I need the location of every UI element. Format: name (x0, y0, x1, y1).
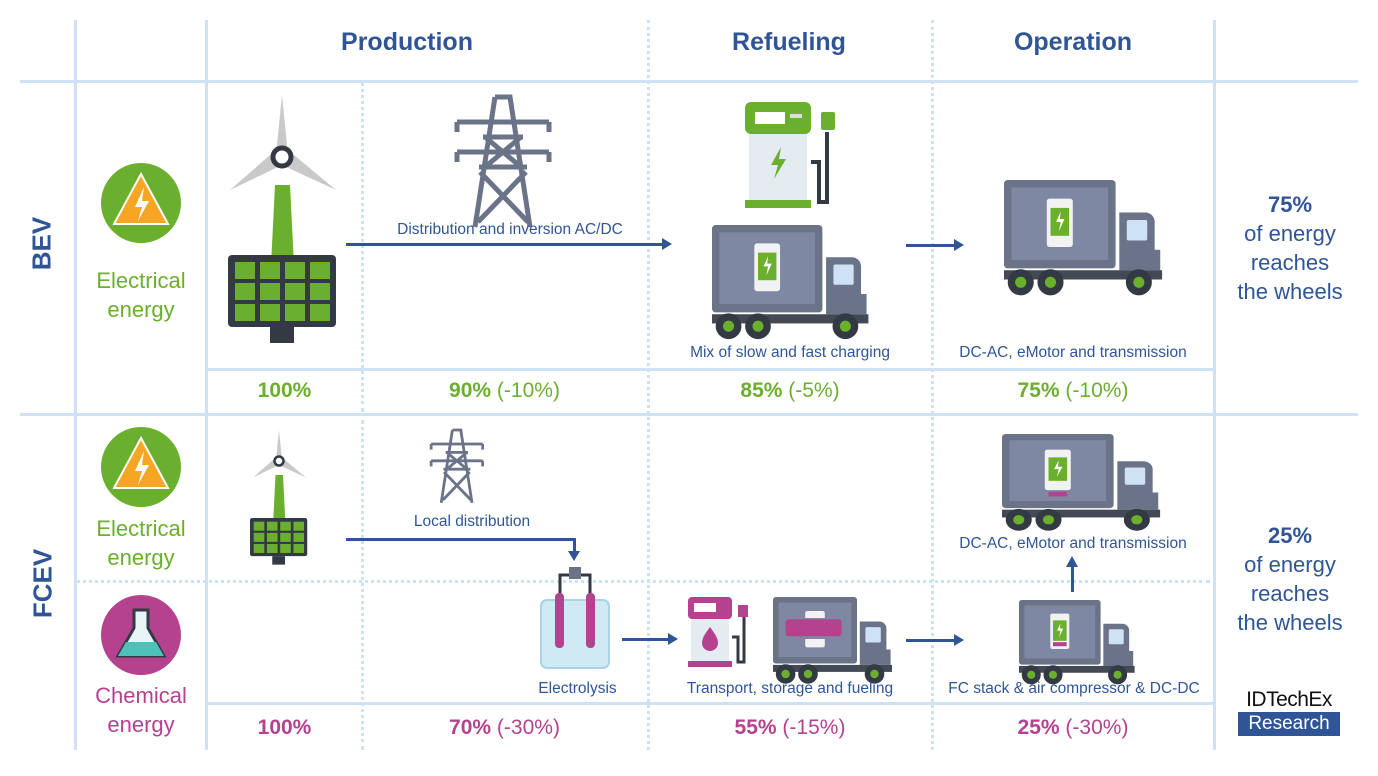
electricity-warning-icon (101, 427, 181, 507)
grid-line (207, 702, 1215, 705)
flow-arrow (346, 538, 576, 541)
flow-arrow-up (1071, 566, 1074, 592)
arrow-head (568, 551, 580, 561)
grid-line (1213, 20, 1216, 750)
flow-arrow (573, 538, 576, 552)
source-line: Electrical (96, 516, 186, 541)
caption-fcev-operation: DC-AC, eMotor and transmission (959, 535, 1187, 552)
source-line: Electrical (96, 268, 186, 293)
fc-truck-icon (1019, 600, 1135, 685)
fcev-source-label: Electrical energy (80, 514, 202, 572)
arrow-head (1066, 556, 1078, 567)
grid-line (20, 80, 1358, 83)
result-value: 75% (1267, 192, 1313, 217)
chemical-flask-icon (101, 595, 181, 675)
bev-pct-1: 90% (-10%) (362, 379, 647, 403)
source-line: energy (107, 545, 175, 570)
result-line: reaches (1250, 581, 1330, 606)
bev-pct-3: 75% (-10%) (932, 379, 1214, 403)
fcev-pct-0: 100% (207, 716, 362, 740)
hydrogen-truck-icon (773, 597, 892, 684)
grid-line (931, 20, 934, 750)
pct-delta: (-10%) (1065, 379, 1129, 402)
pct-value: 90% (449, 379, 492, 402)
chem-line: Chemical (95, 683, 187, 708)
grid-line (74, 20, 77, 750)
caption-local-distribution: Local distribution (413, 513, 531, 530)
fcev-chem-label: Chemical energy (80, 681, 202, 739)
result-line: reaches (1250, 250, 1330, 275)
bev-pct-2: 85% (-5%) (648, 379, 932, 403)
pct-delta: (-10%) (496, 379, 560, 402)
fcev-pct-3: 25% (-30%) (932, 716, 1214, 740)
header-production: Production (341, 28, 473, 56)
pct-value: 100% (257, 716, 312, 739)
flow-arrow (622, 633, 678, 645)
caption-charging: Mix of slow and fast charging (690, 344, 890, 361)
bev-pct-0: 100% (207, 379, 362, 403)
pct-value: 25% (1017, 716, 1060, 739)
caption-transport: Transport, storage and fueling (686, 680, 894, 697)
fcev-pct-2: 55% (-15%) (648, 716, 932, 740)
electricity-warning-icon (101, 163, 181, 243)
row-label-bev: BEV (26, 216, 57, 271)
pct-value: 100% (257, 379, 312, 402)
flow-arrow (906, 634, 964, 646)
electrolysis-icon (540, 567, 610, 669)
chem-line: energy (107, 712, 175, 737)
bev-source-label: Electrical energy (80, 266, 202, 324)
bev-result: 75% of energy reaches the wheels (1225, 190, 1355, 306)
result-line: of energy (1244, 221, 1336, 246)
solar-panel-icon (250, 518, 308, 565)
grid-line (207, 368, 1215, 371)
logo-subtext: Research (1238, 712, 1340, 736)
result-line: of energy (1244, 552, 1336, 577)
fcev-result: 25% of energy reaches the wheels (1225, 521, 1355, 637)
grid-line (361, 420, 364, 750)
grid-line (205, 20, 208, 750)
caption-distribution: Distribution and inversion AC/DC (397, 221, 623, 238)
pct-value: 75% (1017, 379, 1060, 402)
pct-delta: (-30%) (496, 716, 560, 739)
grid-line (361, 82, 364, 412)
truck-charging-icon (712, 225, 869, 340)
pct-delta: (-5%) (788, 379, 840, 402)
result-value: 25% (1267, 523, 1313, 548)
power-tower-icon (429, 428, 485, 505)
grid-line (20, 413, 1358, 416)
caption-operation: DC-AC, eMotor and transmission (959, 344, 1187, 361)
idtechex-logo: IDTechEx Research (1238, 688, 1340, 736)
grid-line (76, 580, 1210, 583)
power-tower-icon (455, 97, 551, 232)
pct-delta: (-30%) (1065, 716, 1129, 739)
row-label-fcev: FCEV (27, 548, 58, 619)
pct-value: 85% (740, 379, 783, 402)
fcev-pct-1: 70% (-30%) (362, 716, 647, 740)
pct-delta: (-15%) (782, 716, 846, 739)
header-operation: Operation (1013, 28, 1133, 56)
source-line: energy (107, 297, 175, 322)
flow-arrow (346, 238, 672, 250)
result-line: the wheels (1237, 610, 1343, 635)
logo-text: IDTechEx (1246, 688, 1332, 711)
truck-operation-icon (1004, 180, 1163, 296)
flow-arrow (906, 239, 964, 251)
grid-line (647, 20, 650, 750)
solar-panel-icon (228, 255, 336, 343)
result-line: the wheels (1237, 279, 1343, 304)
hydrogen-pump-icon (688, 597, 748, 667)
caption-fc-stack: FC stack & air compressor & DC-DC (948, 680, 1200, 697)
pct-value: 70% (449, 716, 492, 739)
header-refueling: Refueling (732, 28, 846, 56)
pct-value: 55% (734, 716, 777, 739)
charging-station-icon (745, 102, 835, 208)
caption-electrolysis: Electrolysis (538, 680, 617, 697)
truck-operation-icon (1002, 434, 1161, 531)
